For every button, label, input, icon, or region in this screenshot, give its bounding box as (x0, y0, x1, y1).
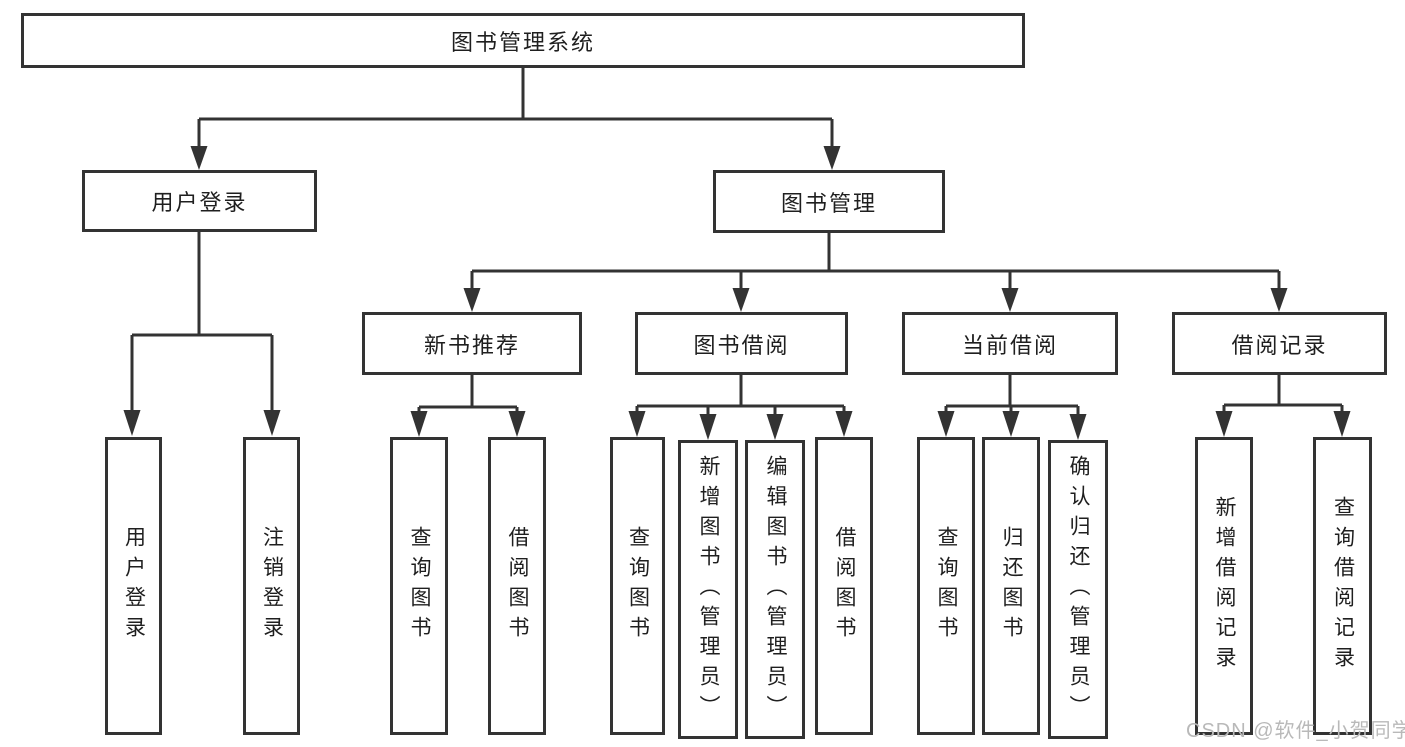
connector-book-management-children (463, 233, 1288, 312)
node-label: 借阅图书 (833, 526, 856, 646)
arrowhead-down (937, 411, 955, 437)
connector-user-login-children (123, 232, 281, 436)
arrowhead-down (732, 288, 750, 312)
arrowhead-down (1215, 411, 1233, 437)
arrowhead-down (463, 288, 481, 312)
connector-line (470, 233, 1281, 292)
connector-line (635, 375, 846, 418)
arrowhead-down (263, 410, 281, 436)
node-label: 借阅图书 (506, 526, 529, 646)
node-label: 用户登录 (151, 190, 248, 215)
arrowhead-down (1001, 288, 1019, 312)
node-label: 新增借阅记录 (1213, 496, 1236, 676)
leaf-query-books-recommend: 查询图书 (390, 437, 448, 735)
arrowhead-down (823, 146, 841, 170)
connector-borrow-records-children (1215, 375, 1351, 437)
node-current-borrowing: 当前借阅 (902, 312, 1118, 375)
leaf-confirm-return-admin: 确认归还（管理员） (1048, 440, 1108, 739)
node-book-borrowing: 图书借阅 (635, 312, 848, 375)
connector-line (1222, 375, 1344, 416)
arrowhead-down (628, 411, 646, 437)
node-library-management-system: 图书管理系统 (21, 13, 1025, 68)
node-user-login: 用户登录 (82, 170, 317, 232)
node-label: 查询图书 (626, 526, 650, 646)
leaf-return-books: 归还图书 (982, 437, 1040, 735)
arrowhead-down (1270, 288, 1288, 312)
arrowhead-down (835, 411, 853, 437)
connector-line (197, 68, 834, 150)
node-book-management: 图书管理 (713, 170, 945, 233)
arrowhead-down (1069, 414, 1087, 440)
leaf-borrow-books-recommend: 借阅图书 (488, 437, 546, 735)
node-label: 借阅记录 (1231, 332, 1328, 358)
node-label: 图书借阅 (693, 332, 790, 358)
node-label: 查询借阅记录 (1331, 496, 1355, 676)
arrowhead-down (123, 410, 141, 436)
leaf-add-books-admin: 新增图书（管理员） (678, 440, 738, 739)
leaf-add-borrow-record: 新增借阅记录 (1195, 437, 1253, 735)
leaf-edit-books-admin: 编辑图书（管理员） (745, 440, 805, 739)
arrowhead-down (766, 414, 784, 440)
node-label: 查询图书 (408, 526, 431, 646)
connector-line (417, 375, 519, 416)
node-label: 归还图书 (1000, 526, 1023, 646)
connector-current-borrow-children (937, 375, 1087, 440)
node-label: 新书推荐 (423, 332, 520, 358)
node-label: 查询图书 (935, 526, 958, 646)
leaf-query-books-borrow: 查询图书 (610, 437, 665, 735)
node-label: 图书管理 (780, 190, 877, 216)
node-label: 编辑图书（管理员） (764, 454, 787, 725)
node-borrowing-records: 借阅记录 (1172, 312, 1387, 375)
node-label: 确认归还（管理员） (1067, 454, 1090, 725)
arrowhead-down (699, 414, 717, 440)
arrowhead-down (1333, 411, 1351, 437)
connector-book-borrow-children (628, 375, 853, 440)
node-label: 当前借阅 (961, 332, 1058, 358)
node-label: 用户登录 (122, 526, 146, 646)
node-label: 注销登录 (260, 526, 284, 646)
leaf-query-borrow-record: 查询借阅记录 (1313, 437, 1372, 735)
leaf-user-login: 用户登录 (105, 437, 162, 735)
node-label: 图书管理系统 (450, 29, 595, 55)
leaf-borrow-books: 借阅图书 (815, 437, 873, 735)
arrowhead-down (508, 411, 526, 437)
leaf-logout-login: 注销登录 (243, 437, 300, 735)
arrowhead-down (1002, 411, 1020, 437)
watermark-csdn: CSDN @软件_小贺同学 (1186, 720, 1405, 742)
arrowhead-down (190, 146, 208, 170)
arrowhead-down (410, 411, 428, 437)
leaf-query-books-current: 查询图书 (917, 437, 975, 735)
connector-new-book-children (410, 375, 526, 437)
connector-root-to-level2 (190, 68, 841, 170)
node-label: 新增图书（管理员） (697, 454, 720, 725)
node-new-book-recommendation: 新书推荐 (362, 312, 582, 375)
connector-line (130, 232, 274, 414)
